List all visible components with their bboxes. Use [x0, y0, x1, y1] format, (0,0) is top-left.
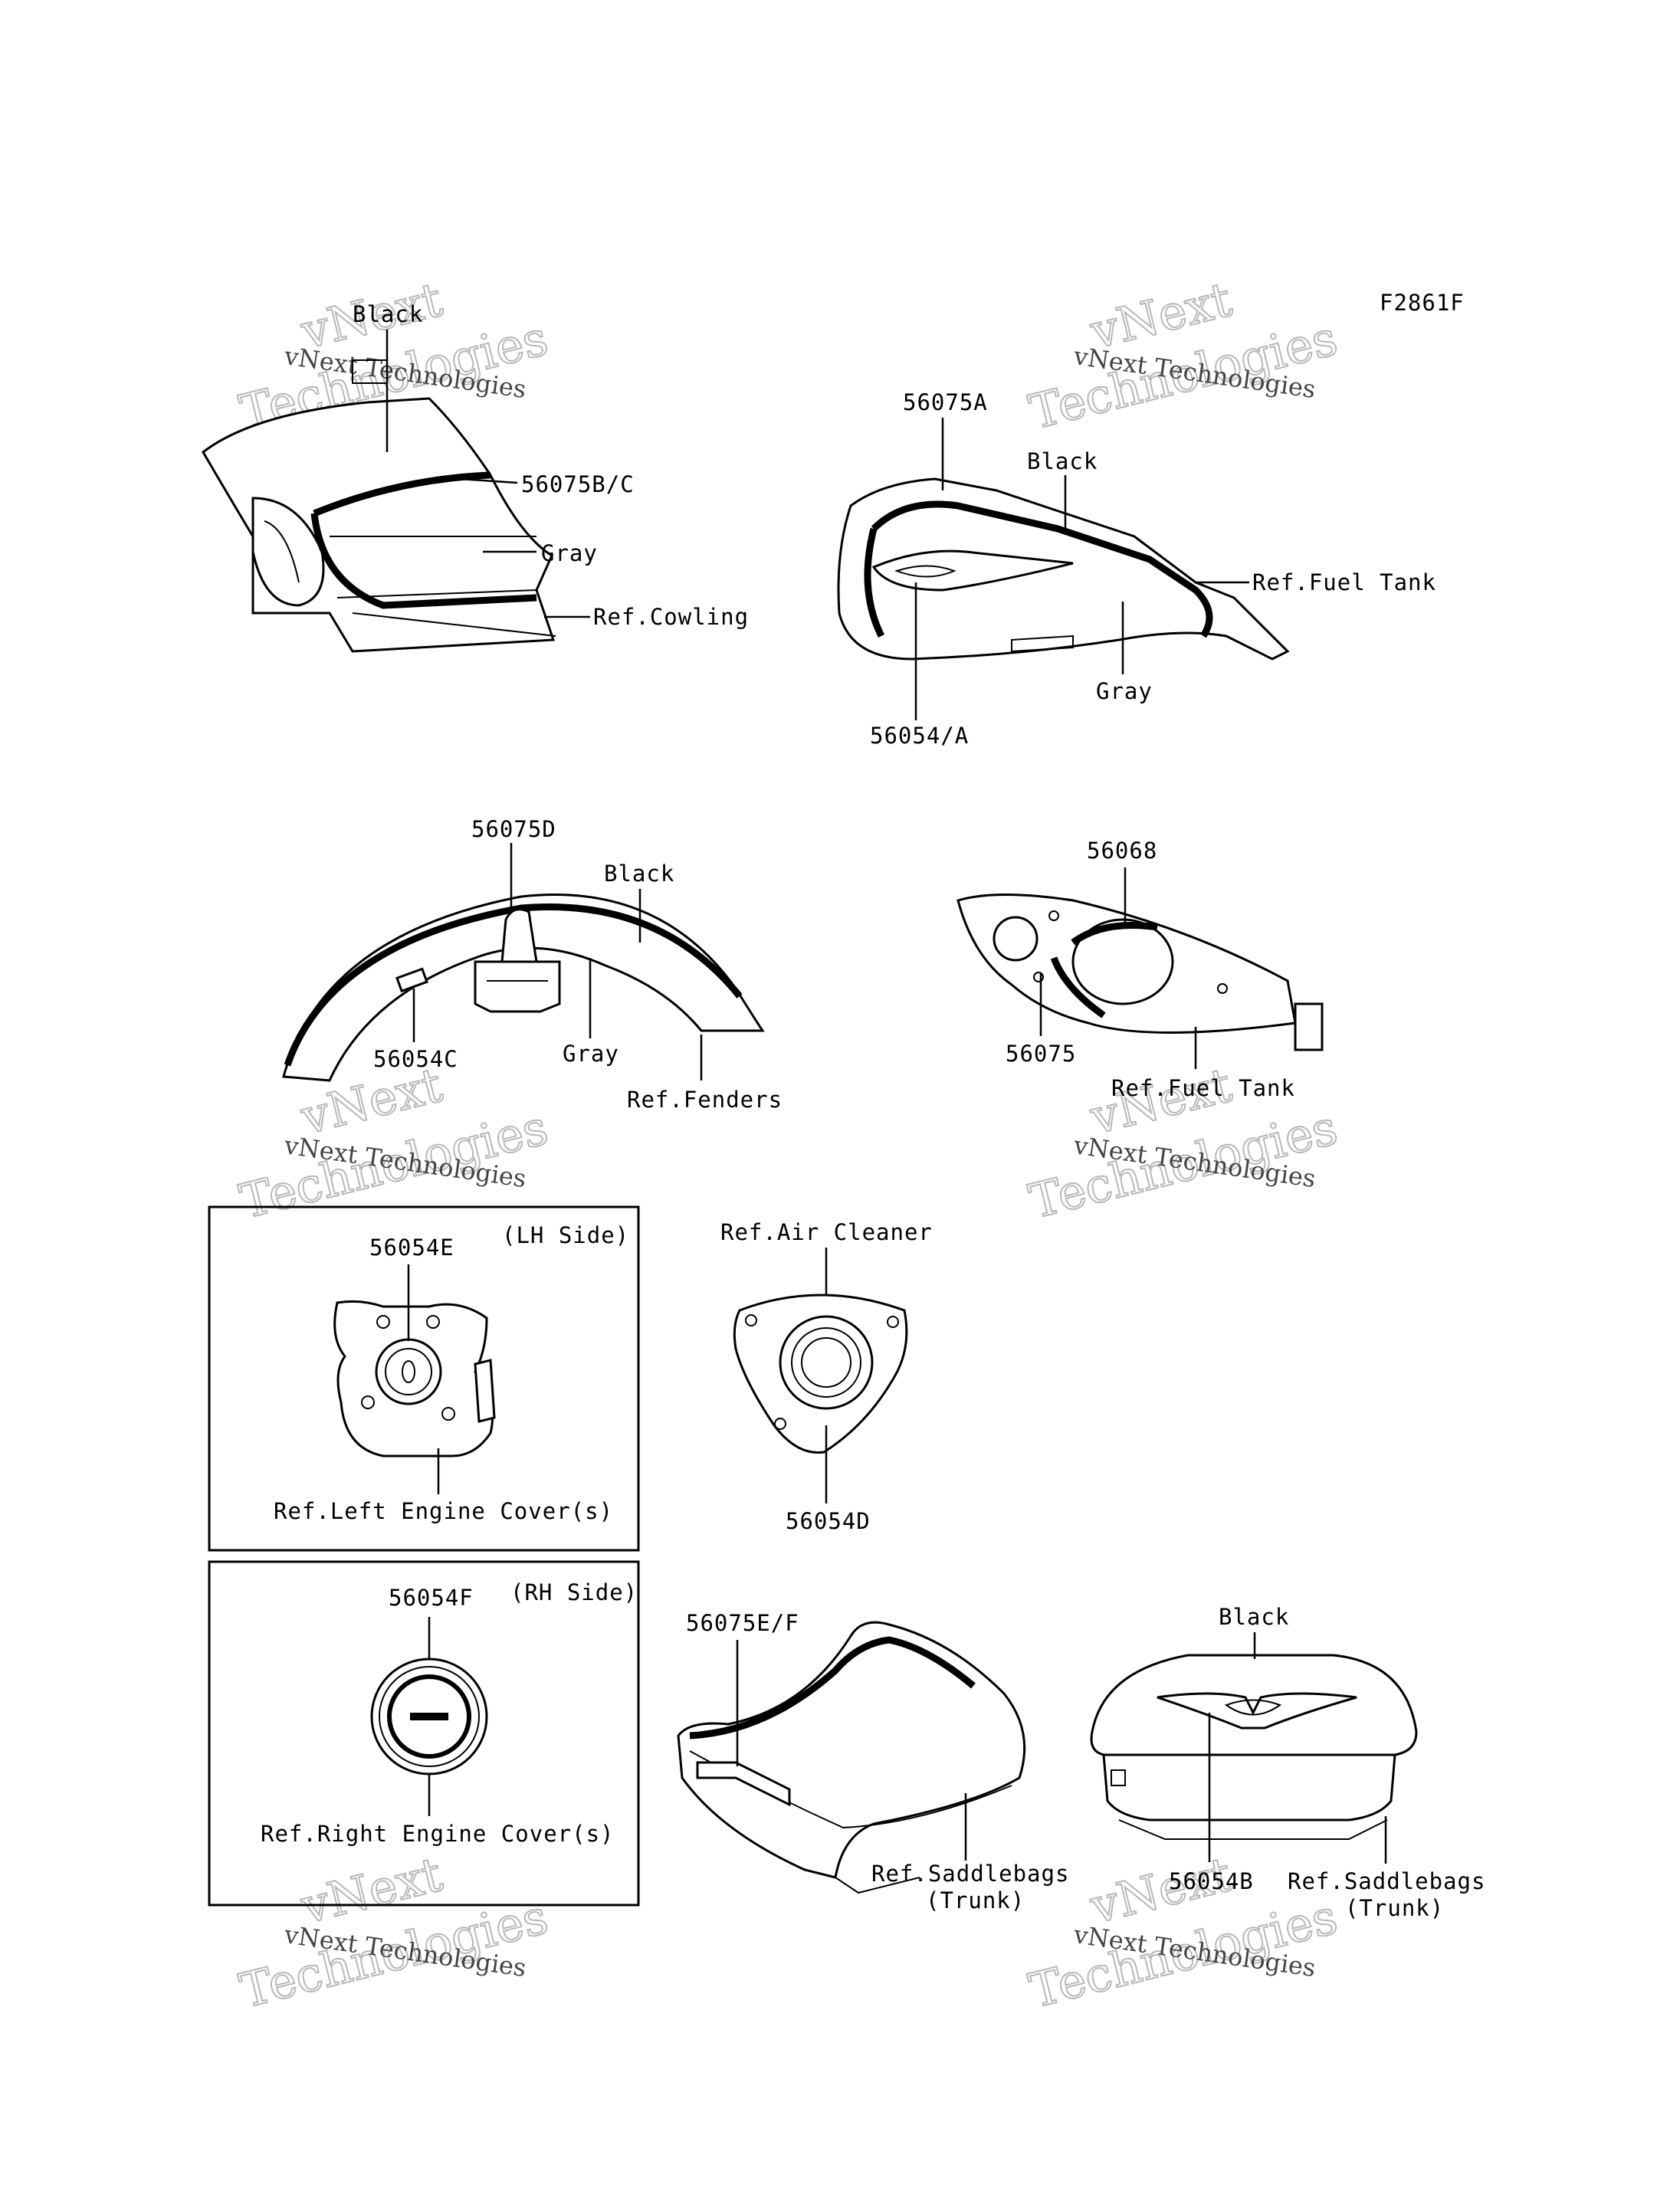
right-engine-part-label: 56054F	[389, 1585, 474, 1611]
fuel-tank-side-trim-56075	[1050, 956, 1106, 1018]
fuel-tank-top-stripe-label: 56075A	[903, 389, 988, 415]
right-engine-emblem-mark	[410, 1713, 448, 1720]
saddlebag-part-label: 56075E/F	[686, 1610, 799, 1636]
cowling-stripe-56075b-c	[310, 471, 537, 609]
watermark-bottom-left: vNext Technologies vNext Technologies	[234, 1845, 554, 2020]
trunk-ref-label-2: (Trunk)	[1345, 1895, 1444, 1921]
fuel-tank-stripe-56075a	[871, 500, 1213, 638]
figure-code: F2861F	[1380, 290, 1465, 316]
fender-emblem-56054c	[395, 967, 428, 993]
fender-stripe-56075d	[284, 903, 743, 1067]
trunk-lid	[1090, 1654, 1418, 1756]
cowling-ref-label: Ref.Cowling	[593, 604, 749, 630]
fuel-tank-side-cap-main	[1071, 918, 1174, 1005]
saddlebag-ref-label-1: Ref.Saddlebags	[871, 1861, 1069, 1887]
trunk-emblem-56054b	[1157, 1692, 1357, 1730]
fuel-tank-top-black-label: Black	[1027, 448, 1098, 474]
trunk-part-label: 56054B	[1169, 1868, 1254, 1894]
fender-ref-label: Ref.Fenders	[627, 1087, 783, 1113]
right-engine-frame	[208, 1560, 640, 1907]
fuel-tank-top-gray-label: Gray	[1096, 678, 1153, 704]
fender-assembly: 56075D Black 56054C Gray Ref.Fenders	[282, 816, 783, 1113]
air-cleaner-emblem-56054d	[779, 1315, 874, 1410]
right-engine-cover-panel: (RH Side) 56054F Ref.Right Engine Cover(…	[208, 1560, 640, 1907]
air-cleaner-ref-label: Ref.Air Cleaner	[720, 1219, 933, 1245]
left-engine-ref-label: Ref.Left Engine Cover(s)	[274, 1498, 613, 1524]
fuel-tank-side-cap-left	[993, 916, 1039, 962]
fuel-tank-side-part-a-label: 56068	[1087, 838, 1157, 864]
right-engine-ref-label: Ref.Right Engine Cover(s)	[261, 1821, 615, 1847]
trunk-assembly: Black 56054B Ref.Saddlebags (Trunk)	[1090, 1604, 1485, 1921]
trunk-base	[1102, 1753, 1396, 1822]
fuel-tank-side-trim-56068	[1071, 922, 1158, 946]
fuel-tank-emblem-56054-a	[871, 549, 1074, 592]
watermark-top-right: vNext Technologies vNext Technologies	[1023, 271, 1344, 441]
saddlebag-ref-label-2: (Trunk)	[926, 1887, 1025, 1913]
trunk-ref-label-1: Ref.Saddlebags	[1288, 1868, 1485, 1894]
left-engine-part-label: 56054E	[369, 1235, 454, 1261]
saddlebag-stripe-56075e-f	[689, 1636, 976, 1740]
fender-emblem-label: 56054C	[373, 1046, 458, 1072]
fuel-tank-top-emblem-label: 56054/A	[870, 723, 969, 749]
fuel-tank-top-ref-label: Ref.Fuel Tank	[1252, 569, 1436, 595]
cowling-assembly: Black 56075B/C Gray Ref.Cowling	[202, 301, 749, 653]
fuel-tank-side-mount	[1294, 1002, 1324, 1051]
air-cleaner-part-label: 56054D	[786, 1508, 871, 1534]
left-engine-side-label: (LH Side)	[502, 1222, 629, 1248]
cowling-gray-label: Gray	[541, 540, 598, 566]
saddlebag-lid	[677, 1621, 1026, 1879]
fuel-tank-side-part-b-label: 56075	[1006, 1041, 1076, 1067]
fuel-tank-side-assembly: 56068 56075 Ref.Fuel Tank	[956, 838, 1324, 1101]
fuel-tank-top-assembly: 56075A Black Ref.Fuel Tank Gray 56054/A	[837, 389, 1436, 749]
saddlebag-assembly: 56075E/F Ref.Saddlebags (Trunk)	[677, 1610, 1069, 1913]
left-engine-cover-panel: (LH Side) 56054E Ref.Left Engine Cover(s…	[208, 1205, 640, 1552]
fender-stripe-label: 56075D	[471, 816, 556, 842]
fender-black-label: Black	[604, 861, 674, 887]
fender-bracket	[474, 960, 561, 1013]
fender-gray-label: Gray	[563, 1041, 619, 1067]
trunk-black-label: Black	[1219, 1604, 1289, 1630]
left-engine-frame	[208, 1205, 640, 1552]
right-engine-side-label: (RH Side)	[510, 1579, 638, 1605]
watermark-mid-left: vNext Technologies vNext Technologies	[234, 1056, 554, 1231]
cowling-black-label: Black	[353, 301, 423, 327]
air-cleaner-assembly: Ref.Air Cleaner 56054D	[720, 1219, 933, 1534]
fuel-tank-side-ref-label: Ref.Fuel Tank	[1111, 1075, 1295, 1101]
cowling-part-label: 56075B/C	[521, 471, 635, 497]
